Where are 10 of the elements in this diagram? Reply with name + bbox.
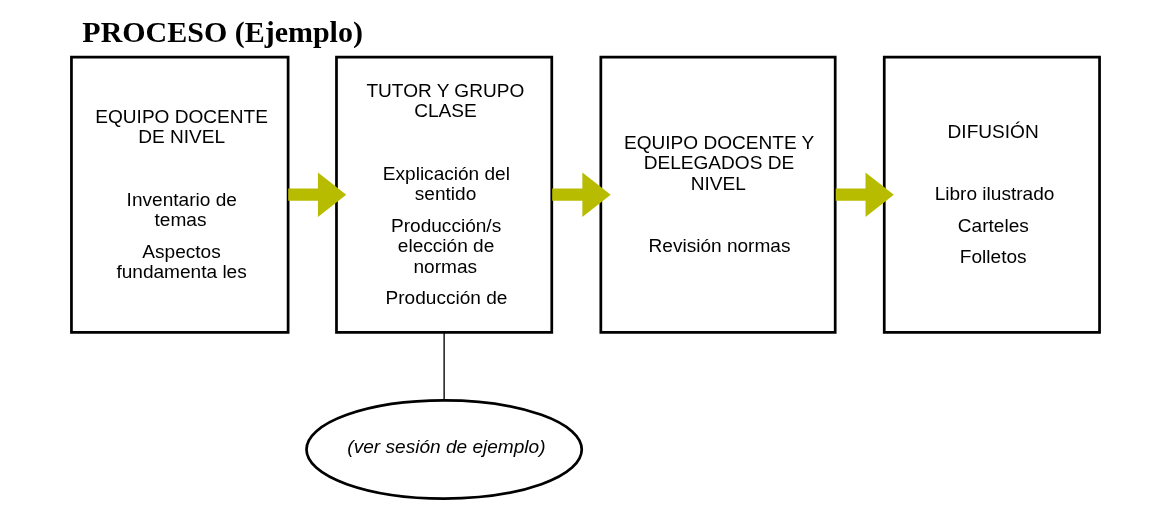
arrow bbox=[288, 172, 347, 217]
node-box: TUTOR Y GRUPO CLASE Explicación del sentido Producción/s elección de normas Producción de bbox=[335, 55, 554, 334]
node-ellipse: (ver sesión de ejemplo) bbox=[305, 399, 584, 500]
arrow bbox=[552, 172, 611, 217]
connector bbox=[443, 331, 445, 401]
node-box: EQUIPO DOCENTE DE NIVEL Inventario de temas Aspectos fundamenta les bbox=[70, 55, 290, 334]
diagram-title: PROCESO (Ejemplo) bbox=[82, 14, 363, 48]
node-box: EQUIPO DOCENTE Y DELEGADOS DE NIVEL Revisión normas bbox=[599, 55, 837, 334]
arrow bbox=[835, 172, 894, 217]
node-box: DIFUSIÓN Libro ilustrado Carteles Folletos bbox=[882, 55, 1101, 334]
